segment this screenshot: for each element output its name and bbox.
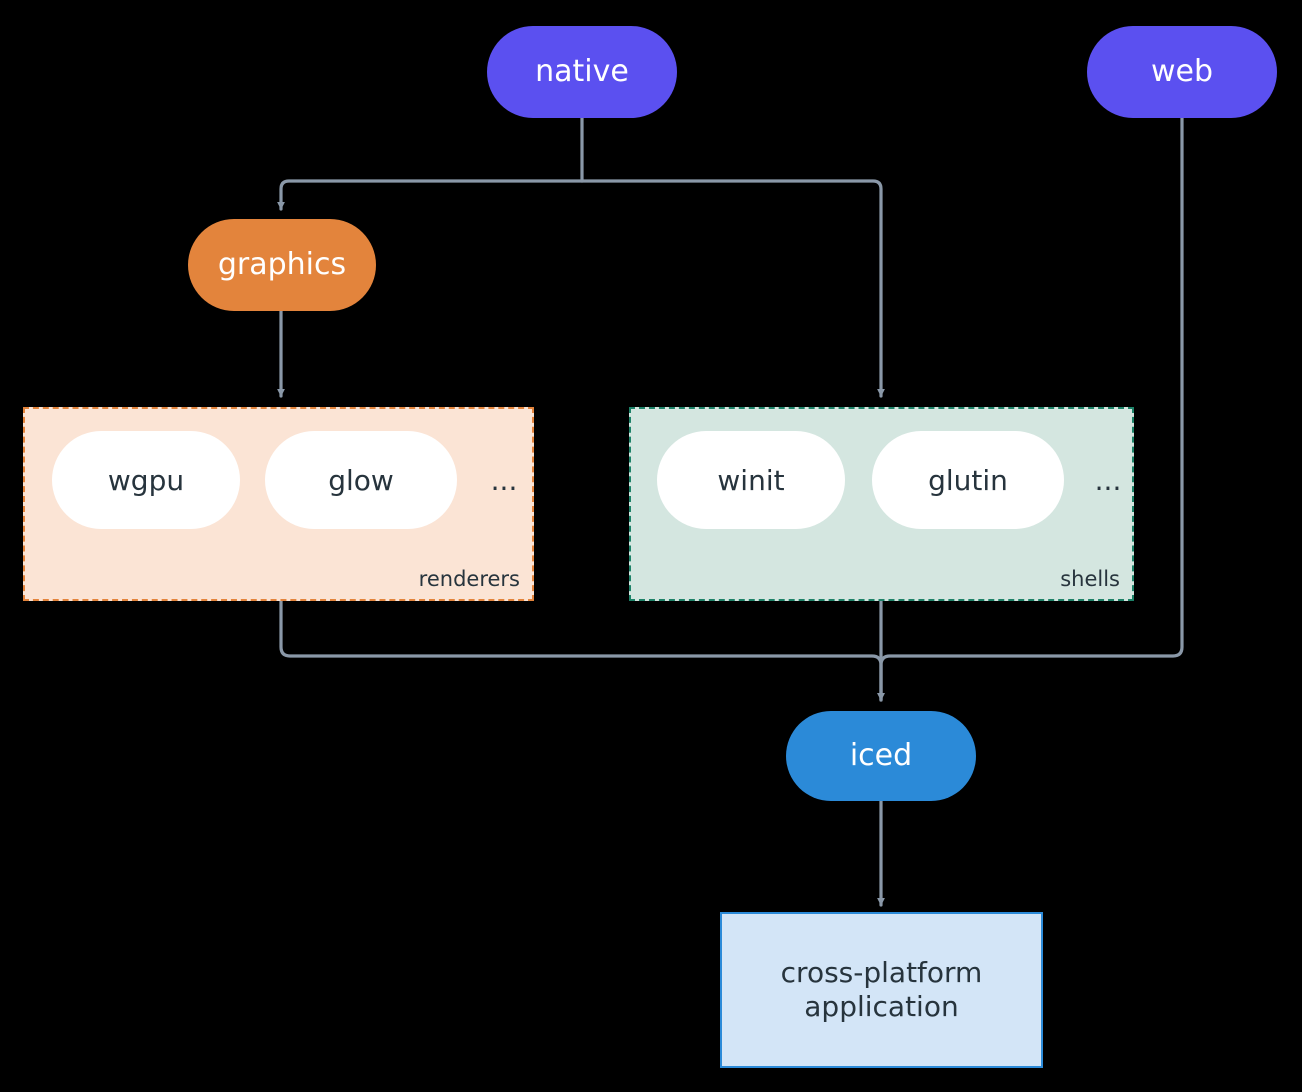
cluster-item-glow-label: glow — [328, 463, 394, 497]
edge-renderers-to-iced — [279, 599, 885, 702]
cluster-shells-label: shells — [1060, 567, 1120, 591]
cluster-shells-overflow: ... — [1083, 431, 1133, 529]
cluster-item-wgpu[interactable]: wgpu — [52, 431, 240, 529]
cluster-shells: winit glutin ... shells — [629, 407, 1134, 601]
cluster-item-glutin-label: glutin — [928, 463, 1008, 497]
node-iced[interactable]: iced — [786, 711, 976, 801]
node-graphics-label: graphics — [217, 246, 347, 282]
node-web-label: web — [1150, 53, 1214, 89]
node-application[interactable]: cross-platform application — [720, 912, 1043, 1068]
cluster-renderers-overflow: ... — [477, 431, 531, 529]
cluster-renderers-label: renderers — [418, 567, 520, 591]
cluster-item-winit-label: winit — [717, 463, 785, 497]
node-native[interactable]: native — [487, 26, 677, 118]
edge-web-to-iced — [879, 116, 1184, 702]
cluster-renderers: wgpu glow ... renderers — [23, 407, 534, 601]
edge-native-to-graphics — [277, 179, 584, 211]
cluster-shells-overflow-label: ... — [1094, 463, 1122, 497]
cluster-item-glutin[interactable]: glutin — [872, 431, 1064, 529]
node-native-label: native — [535, 53, 629, 89]
node-web[interactable]: web — [1087, 26, 1277, 118]
cluster-item-glow[interactable]: glow — [265, 431, 457, 529]
node-application-label: cross-platform application — [780, 955, 983, 1023]
edge-native-to-shells — [580, 179, 885, 398]
node-iced-label: iced — [849, 737, 913, 773]
cluster-item-winit[interactable]: winit — [657, 431, 845, 529]
cluster-renderers-overflow-label: ... — [490, 463, 518, 497]
cluster-item-wgpu-label: wgpu — [107, 463, 185, 497]
node-graphics[interactable]: graphics — [188, 219, 376, 311]
